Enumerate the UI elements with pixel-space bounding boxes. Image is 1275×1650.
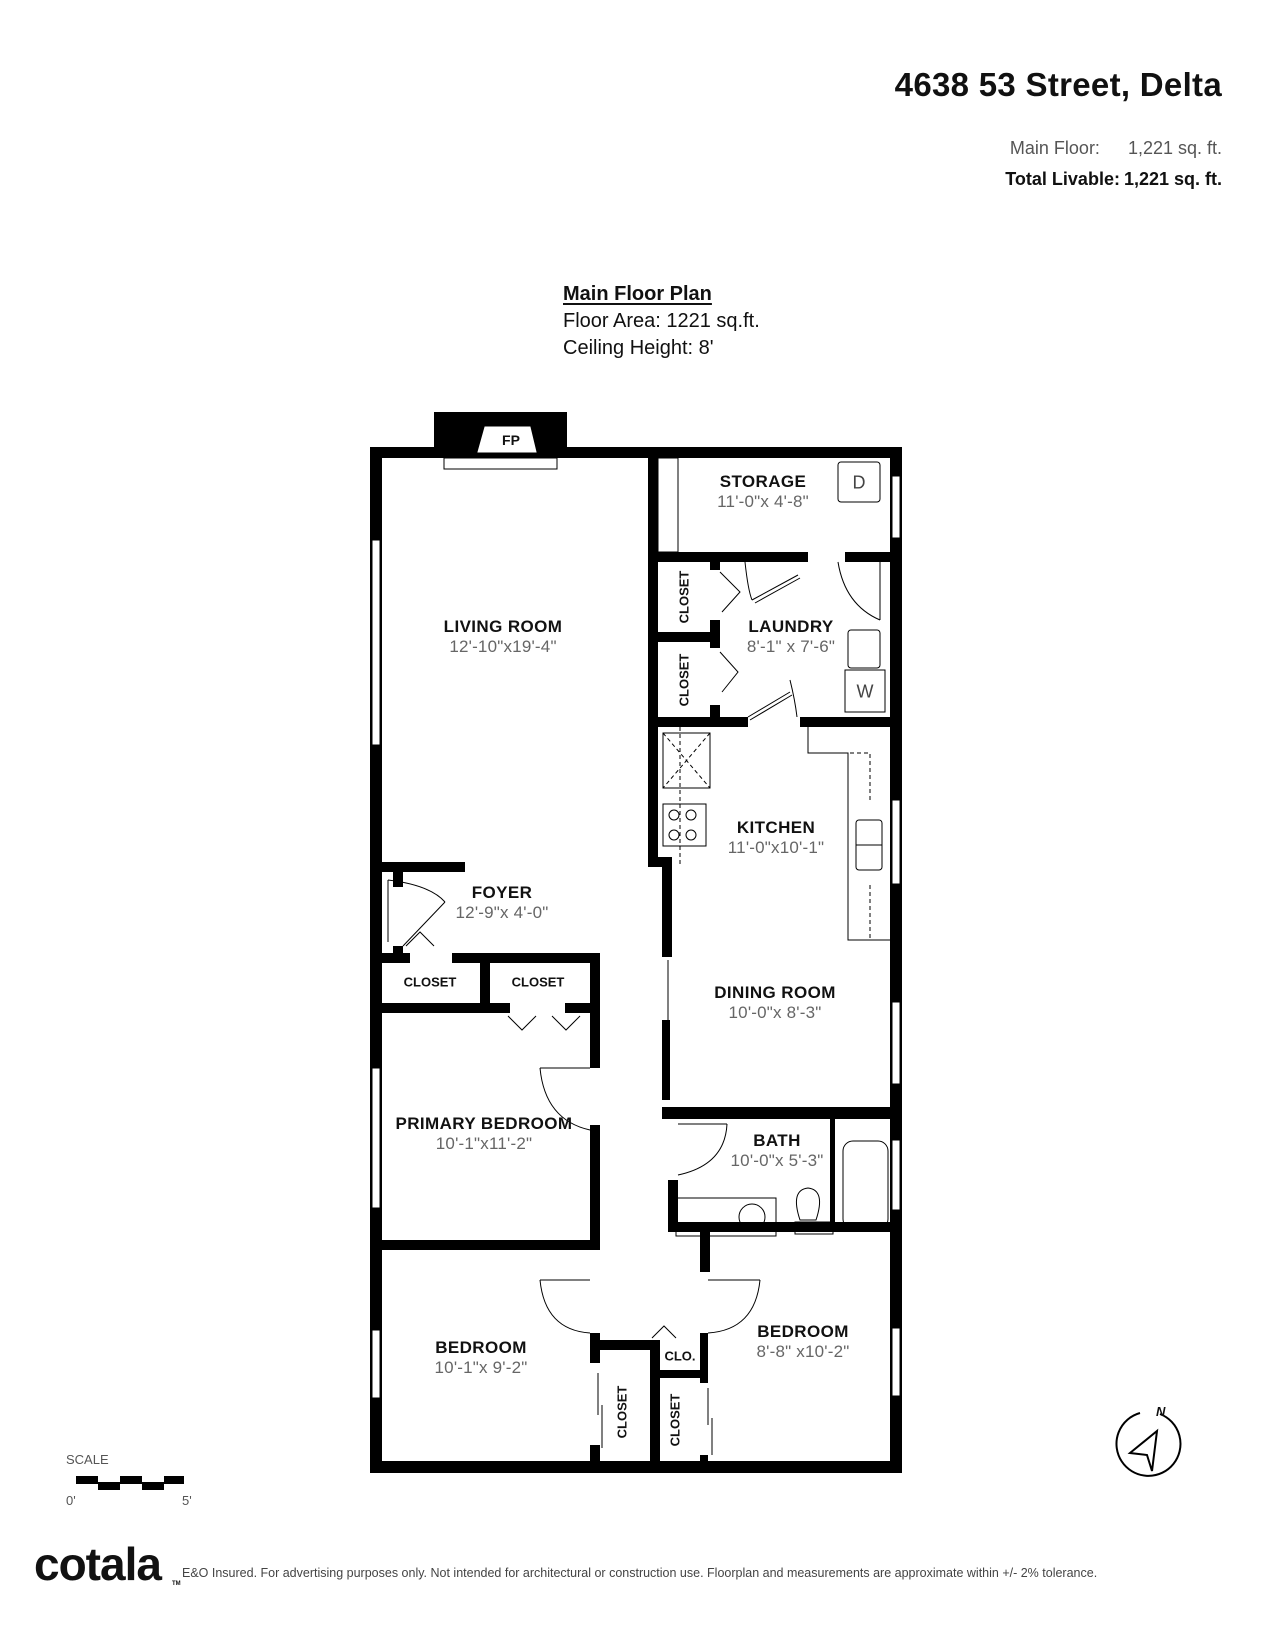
room-kitchen: KITCHEN 11'-0"x10'-1" [727,818,825,857]
plan-heading: Main Floor Plan [563,283,712,305]
north-arrow-icon [1115,1412,1182,1477]
closet-foyer-right: CLOSET [511,974,565,990]
appliances [662,461,890,1237]
total-livable-label: Total Livable: [1005,169,1120,189]
disclaimer-text: E&O Insured. For advertising purposes on… [182,1566,1098,1580]
room-foyer: FOYER 12'-9"x 4'-0" [455,883,549,922]
room-dining-room: DINING ROOM 10'-0"x 8'-3" [714,983,836,1022]
property-address: 4638 53 Street, Delta [894,66,1222,103]
closet-bedroom-left: CLOSET [614,1385,630,1439]
floor-area: Floor Area: 1221 sq.ft. [563,310,760,332]
closet-laundry-lower: CLOSET [676,653,692,707]
total-livable-area: Total Livable:1,221 sq. ft. [1005,169,1222,190]
dryer-label: D [852,472,866,493]
total-livable-value: 1,221 sq. ft. [1123,169,1222,189]
windows [371,475,901,1399]
fireplace-label: FP [502,432,520,448]
room-bedroom-3: BEDROOM 8'-8" x10'-2" [756,1322,850,1361]
room-living-room: LIVING ROOM 12'-10"x19'-4" [443,617,563,656]
compass-north-label: N [1156,1404,1166,1419]
main-floor-label: Main Floor: [1009,138,1100,158]
washer-label: W [856,681,874,702]
plan-info: Main Floor Plan Floor Area: 1221 sq.ft. … [563,281,760,362]
scale-bar-icon [76,1476,184,1490]
room-bath: BATH 10'-0"x 5'-3" [730,1131,824,1170]
scale-start: 0' [66,1493,76,1508]
room-laundry: LAUNDRY 8'-1" x 7'-6" [746,617,836,656]
closet-small: CLO. [664,1348,696,1364]
main-floor-area: Main Floor: 1,221 sq. ft. [1010,138,1222,159]
scale-end: 5' [182,1493,192,1508]
walls [370,412,902,1473]
trademark-mark: TM [172,1581,181,1587]
main-floor-value: 1,221 sq. ft. [1127,138,1222,158]
ceiling-height: Ceiling Height: 8' [563,337,714,359]
door-swings [387,561,881,1455]
room-storage: STORAGE 11'-0"x 4'-8" [717,472,809,511]
brand-logo: cotala [34,1538,162,1590]
room-bedroom-2: BEDROOM 10'-1"x 9'-2" [434,1338,528,1377]
closet-foyer-left: CLOSET [403,974,457,990]
closet-bedroom-right: CLOSET [667,1393,683,1447]
closet-laundry-upper: CLOSET [676,570,692,624]
room-primary-bedroom: PRIMARY BEDROOM 10'-1"x11'-2" [395,1114,573,1153]
scale-label: SCALE [66,1452,109,1467]
